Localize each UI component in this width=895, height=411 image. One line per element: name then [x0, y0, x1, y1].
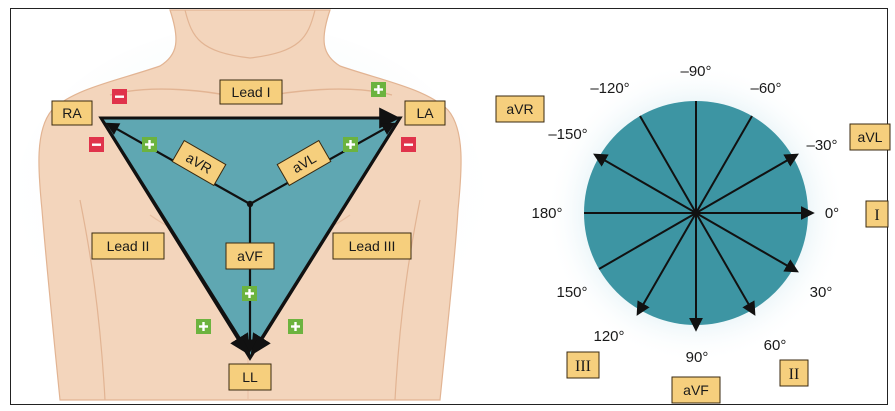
- lead-i-label: Lead I: [220, 80, 282, 104]
- plus-sign-avl: [343, 137, 358, 152]
- ra-label: RA: [52, 101, 92, 125]
- plus-sign-ll-left: [196, 319, 211, 334]
- la-label: LA: [405, 101, 445, 125]
- degree-label-90: 90°: [686, 349, 709, 366]
- degree-label-180: 180°: [531, 205, 562, 222]
- hexaxial-panel: –90° –120° –60° –150° –30° 180° 0° 150° …: [496, 63, 890, 403]
- plus-sign-avr: [142, 137, 157, 152]
- hexaxial-avf-box: aVF: [672, 377, 720, 403]
- svg-text:Lead II: Lead II: [107, 238, 150, 254]
- degree-label-m120: –120°: [590, 80, 629, 97]
- svg-text:Lead III: Lead III: [349, 238, 396, 254]
- hexaxial-avl-box: aVL: [850, 124, 890, 150]
- svg-text:LA: LA: [416, 105, 434, 121]
- svg-text:LL: LL: [242, 369, 258, 385]
- hexaxial-iii-box: III: [567, 352, 599, 378]
- central-terminal-dot: [247, 201, 253, 207]
- svg-text:II: II: [789, 366, 800, 383]
- degree-label-m90: –90°: [680, 63, 711, 80]
- svg-text:aVF: aVF: [683, 382, 709, 398]
- degree-label-120: 120°: [593, 328, 624, 345]
- hexaxial-center-dot: [693, 210, 699, 216]
- minus-sign-ra-side: [89, 137, 104, 152]
- lead-iii-label: Lead III: [333, 233, 411, 259]
- svg-text:I: I: [874, 207, 879, 224]
- svg-text:aVR: aVR: [506, 101, 533, 117]
- degree-label-m60: –60°: [750, 80, 781, 97]
- degree-label-150: 150°: [556, 284, 587, 301]
- minus-sign-la: [401, 137, 416, 152]
- plus-sign-la-top: [371, 82, 386, 97]
- degree-label-30: 30°: [810, 284, 833, 301]
- svg-text:aVF: aVF: [237, 248, 263, 264]
- degree-label-0: 0°: [825, 205, 839, 222]
- plus-sign-ll-right: [288, 319, 303, 334]
- plus-sign-avf: [242, 286, 257, 301]
- hexaxial-avr-box: aVR: [496, 96, 544, 122]
- svg-text:Lead I: Lead I: [232, 84, 271, 100]
- hexaxial-ii-box: II: [780, 360, 808, 386]
- torso-panel: RA LA LL Lead I Lead II Lead III: [15, 10, 485, 400]
- hexaxial-i-box: I: [866, 201, 888, 227]
- degree-label-60: 60°: [764, 337, 787, 354]
- degree-label-m30: –30°: [806, 137, 837, 154]
- avf-label: aVF: [226, 243, 274, 269]
- degree-label-m150: –150°: [548, 126, 587, 143]
- ll-label: LL: [229, 364, 271, 390]
- svg-text:RA: RA: [62, 105, 82, 121]
- lead-ii-label: Lead II: [92, 233, 164, 259]
- svg-text:aVL: aVL: [858, 129, 883, 145]
- minus-sign-ra-top: [112, 89, 127, 104]
- svg-text:III: III: [575, 358, 591, 375]
